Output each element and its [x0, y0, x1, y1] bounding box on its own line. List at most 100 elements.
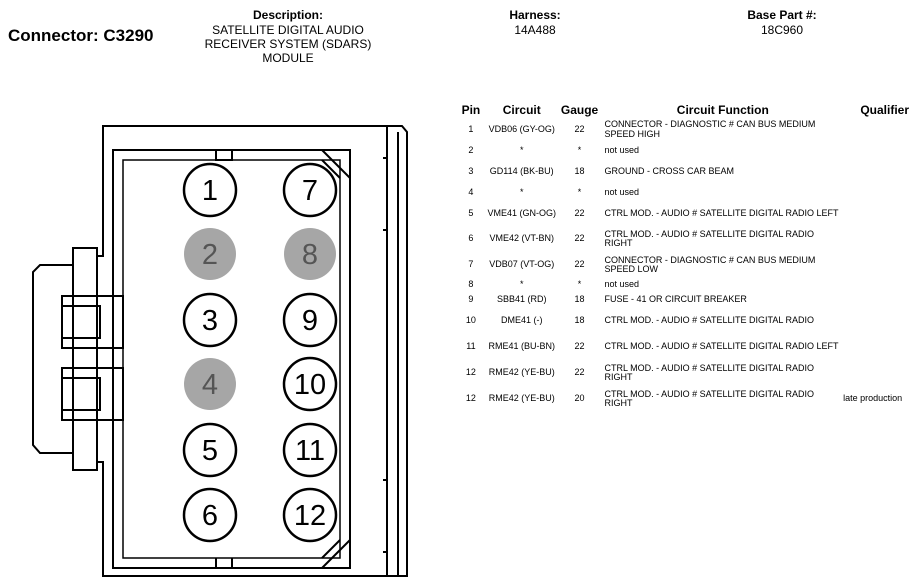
connector-bottom-key	[215, 558, 233, 569]
qualifier-cell	[843, 184, 909, 201]
pin-circle	[282, 292, 338, 348]
pin-layer: 1 7 2 8 3 9 4 10 5 11 6 12	[182, 162, 338, 543]
function-cell: FUSE - 41 OR CIRCUIT BREAKER	[604, 294, 747, 305]
table-row: 4**not used	[455, 184, 909, 201]
function-cell: not used	[604, 279, 640, 290]
circuit-cell: VDB07 (VT-OG)	[489, 259, 555, 270]
connector-inner-frame	[112, 149, 351, 569]
connector-chamfer-top	[321, 149, 351, 179]
harness-value: 14A488	[514, 23, 556, 37]
pin-cavity: 5	[182, 422, 238, 478]
pin-cell: 6	[468, 233, 474, 244]
pin-circle	[284, 228, 336, 280]
pin-cavity: 11	[282, 422, 338, 478]
function-cell: not used	[604, 144, 640, 155]
pin-cell: 11	[466, 341, 476, 352]
pin-circle	[182, 487, 238, 543]
pin-number-label: 10	[294, 369, 326, 401]
pin-circle	[282, 162, 338, 218]
pin-cell: 12	[465, 367, 476, 378]
pin-cavity: 1	[182, 162, 238, 218]
header-pin: Pin	[461, 103, 481, 117]
connector-title: Connector: C3290	[8, 26, 154, 45]
pin-cell: 5	[468, 207, 474, 218]
function-cell: CTRL MOD. - AUDIO # SATELLITE DIGITAL RA…	[604, 341, 839, 352]
table-row: 6 VME42 (VT-BN) 22 CTRL MOD. - AUDIO # SATE…	[455, 226, 909, 252]
pin-cavity: 3	[182, 292, 238, 348]
base-part-block: Base Part #: 18C960	[712, 8, 852, 37]
connector-left-latch-lower	[61, 367, 124, 421]
pin-circle	[182, 422, 238, 478]
function-cell: CTRL MOD. - AUDIO # SATELLITE DIGITAL RA…	[604, 388, 815, 408]
table-row: 11 RME41 (BU-BN) 22 CTRL MOD. - AUDIO # SAT…	[455, 334, 909, 360]
gauge-cell: 22	[574, 233, 585, 244]
qualifier-cell	[843, 117, 909, 142]
gauge-cell: 18	[574, 315, 585, 326]
pin-number-label: 12	[294, 500, 326, 532]
connector-right-rail-tick-bottom	[383, 479, 387, 553]
gauge-cell: 18	[574, 165, 585, 176]
qualifier-cell	[843, 252, 909, 278]
pin-number-label: 8	[302, 239, 318, 271]
circuit-cell: VME41 (GN-OG)	[487, 207, 556, 218]
gauge-cell: 22	[574, 341, 585, 352]
pin-cavity: 8	[284, 228, 336, 280]
qualifier-cell	[843, 334, 909, 360]
gauge-cell: *	[577, 144, 582, 155]
function-cell: CONNECTOR - DIAGNOSTIC # CAN BUS MEDIUM …	[604, 254, 816, 274]
connector-right-rail-tick-top	[383, 157, 387, 231]
header-gauge: Gauge	[560, 103, 599, 117]
table-row: 8**not used	[455, 278, 909, 292]
pin-cavity: 2	[184, 228, 236, 280]
qualifier-cell	[843, 308, 909, 334]
qualifier-cell	[843, 201, 909, 226]
qualifier-cell: late production	[843, 393, 903, 404]
pin-number-label: 7	[302, 175, 318, 207]
gauge-cell: 20	[574, 393, 585, 404]
gauge-cell: 22	[574, 123, 585, 134]
qualifier-cell	[843, 142, 909, 159]
circuit-cell: *	[519, 186, 524, 197]
pin-cavity: 4	[184, 358, 236, 410]
pin-cell: 9	[468, 294, 474, 305]
qualifier-cell	[843, 159, 909, 184]
gauge-cell: 22	[574, 367, 585, 378]
pin-cell: 2	[468, 144, 474, 155]
pin-number-label: 6	[202, 500, 218, 532]
pin-circle	[182, 162, 238, 218]
circuit-cell: RME42 (YE-BU)	[488, 393, 555, 404]
harness-label: Harness:	[509, 8, 561, 22]
circuit-cell: *	[519, 279, 524, 290]
pin-cavity: 10	[282, 356, 338, 412]
description-block: Description: SATELLITE DIGITAL AUDIO REC…	[188, 8, 388, 65]
pin-circle	[182, 292, 238, 348]
description-line-1: SATELLITE DIGITAL AUDIO	[212, 23, 364, 37]
pin-number-label: 1	[202, 175, 218, 207]
function-cell: CTRL MOD. - AUDIO # SATELLITE DIGITAL RA…	[604, 207, 839, 218]
header-circuit-function: Circuit Function	[676, 103, 769, 117]
circuit-cell: DME41 (-)	[500, 315, 543, 326]
circuit-cell: RME42 (YE-BU)	[488, 367, 555, 378]
pin-circle	[184, 228, 236, 280]
table-row: 12 RME42 (YE-BU) 22 CTRL MOD. - AUDIO # SAT…	[455, 360, 909, 386]
function-cell: CTRL MOD. - AUDIO # SATELLITE DIGITAL RA…	[604, 362, 815, 382]
circuit-cell: VME42 (VT-BN)	[489, 233, 554, 244]
circuit-cell: SBB41 (RD)	[496, 294, 547, 305]
header-qualifier: Qualifier	[860, 103, 909, 117]
description-line-2: RECEIVER SYSTEM (SDARS)	[204, 37, 372, 51]
function-cell: CTRL MOD. - AUDIO # SATELLITE DIGITAL RA…	[604, 228, 815, 248]
qualifier-cell	[843, 226, 909, 252]
circuit-cell: RME41 (BU-BN)	[488, 341, 555, 352]
table-row: 2**not used	[455, 142, 909, 159]
base-part-value: 18C960	[760, 23, 804, 37]
connector-top-key	[215, 150, 233, 161]
pin-number-label: 4	[202, 369, 218, 401]
pin-number-label: 9	[302, 305, 318, 337]
function-cell: CONNECTOR - DIAGNOSTIC # CAN BUS MEDIUM …	[604, 119, 816, 139]
pin-cavity: 6	[182, 487, 238, 543]
